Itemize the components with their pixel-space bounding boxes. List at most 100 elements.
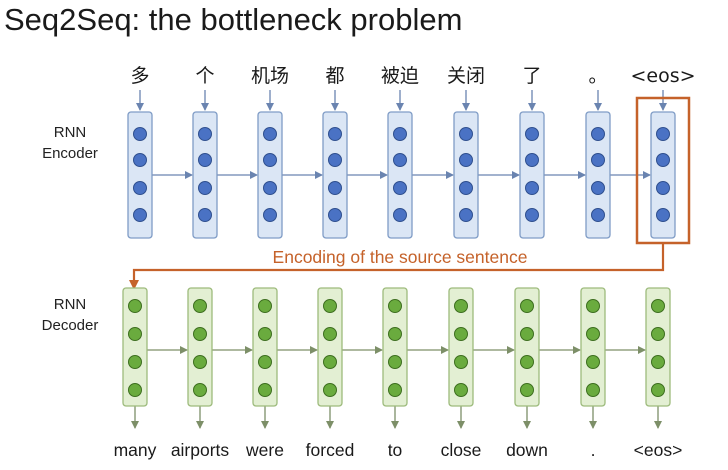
decoder-cell (448, 287, 474, 407)
decoder-cell-box (187, 287, 213, 407)
encoder-cell-box (127, 111, 153, 239)
encoder-cell-box (192, 111, 218, 239)
decoder-cell-box (580, 287, 606, 407)
encoder-label-line1: RNN (53, 124, 87, 141)
encoder-neuron (656, 127, 670, 141)
encoder-neuron (133, 181, 147, 195)
decoder-cell (187, 287, 213, 407)
encoder-cell-box (453, 111, 479, 239)
encoder-cell (585, 111, 611, 239)
encoder-cell (453, 111, 479, 239)
encoder-neuron (133, 127, 147, 141)
source-token: 。 (588, 65, 607, 87)
decoder-neuron (388, 355, 402, 369)
decoder-neuron (258, 299, 272, 313)
decoder-neuron (323, 383, 337, 397)
target-token: . (591, 440, 596, 460)
source-token: 多 (130, 65, 149, 87)
encoder-neuron (656, 208, 670, 222)
decoder-neuron (323, 355, 337, 369)
decoder-neuron (128, 355, 142, 369)
source-token: 了 (522, 65, 541, 87)
encoder-neuron (263, 181, 277, 195)
encoder-neuron (393, 153, 407, 167)
decoder-neuron (651, 327, 665, 341)
encoder-neuron (459, 208, 473, 222)
decoder-neuron (520, 383, 534, 397)
encoder-label-line2: Encoder (42, 145, 98, 162)
decoder-cell (514, 287, 540, 407)
encoder-neuron (656, 181, 670, 195)
decoder-cell-box (645, 287, 671, 407)
encoder-cell-box (519, 111, 545, 239)
decoder-neuron (651, 299, 665, 313)
decoder-neuron (258, 383, 272, 397)
decoder-neuron (193, 355, 207, 369)
encoder-cell-box (322, 111, 348, 239)
target-token: many (114, 440, 157, 460)
encoder-neuron (459, 153, 473, 167)
encoder-neuron (656, 153, 670, 167)
decoder-neuron (193, 327, 207, 341)
target-token: <eos> (634, 440, 683, 460)
decoder-neuron (651, 355, 665, 369)
decoder-cell (382, 287, 408, 407)
encoder-neuron (393, 208, 407, 222)
decoder-neuron (388, 299, 402, 313)
decoder-neuron (586, 355, 600, 369)
encoder-neuron (459, 127, 473, 141)
encoder-neuron (328, 181, 342, 195)
encoder-cell-box (650, 111, 676, 239)
bottleneck-arrow (129, 243, 665, 290)
decoder-neuron (454, 299, 468, 313)
encoder-cell (322, 111, 348, 239)
encoder-neuron (133, 208, 147, 222)
target-token: close (441, 440, 482, 460)
encoder-neuron (263, 153, 277, 167)
encoder-neuron (328, 127, 342, 141)
decoder-neuron (388, 327, 402, 341)
encoder-neuron (198, 181, 212, 195)
encoder-neuron (591, 181, 605, 195)
decoder-cell-box (382, 287, 408, 407)
encoder-neuron (525, 208, 539, 222)
source-token: 关闭 (447, 65, 485, 87)
source-token: 都 (325, 65, 344, 87)
target-token: down (506, 440, 548, 460)
decoder-neuron (128, 299, 142, 313)
encoder-neuron (328, 153, 342, 167)
encoder-neuron (393, 181, 407, 195)
source-token: 机场 (251, 65, 289, 87)
target-token: were (245, 440, 284, 460)
decoder-neuron (193, 383, 207, 397)
target-token: forced (306, 440, 355, 460)
encoder-cell (127, 111, 153, 239)
target-token: airports (171, 440, 230, 460)
decoder-label: RNN Decoder (30, 294, 110, 336)
decoder-cell (317, 287, 343, 407)
decoder-label-line2: Decoder (41, 317, 99, 334)
decoder-neuron (520, 355, 534, 369)
decoder-cell (252, 287, 278, 407)
decoder-neuron (651, 383, 665, 397)
decoder-neuron (258, 327, 272, 341)
decoder-neuron (193, 299, 207, 313)
encoding-caption: Encoding of the source sentence (273, 247, 528, 267)
decoder-neuron (520, 299, 534, 313)
encoder-cell (387, 111, 413, 239)
encoder-neuron (591, 127, 605, 141)
decoder-neuron (128, 327, 142, 341)
decoder-neuron (258, 355, 272, 369)
encoder-neuron (198, 127, 212, 141)
decoder-neuron (454, 355, 468, 369)
decoder-cell (645, 287, 671, 407)
encoder-neuron (328, 208, 342, 222)
encoder-neuron (525, 153, 539, 167)
decoder-neuron (128, 383, 142, 397)
encoder-neuron (591, 153, 605, 167)
decoder-neuron (586, 327, 600, 341)
encoder-neuron (459, 181, 473, 195)
decoder-cell-box (122, 287, 148, 407)
decoder-neuron (323, 299, 337, 313)
